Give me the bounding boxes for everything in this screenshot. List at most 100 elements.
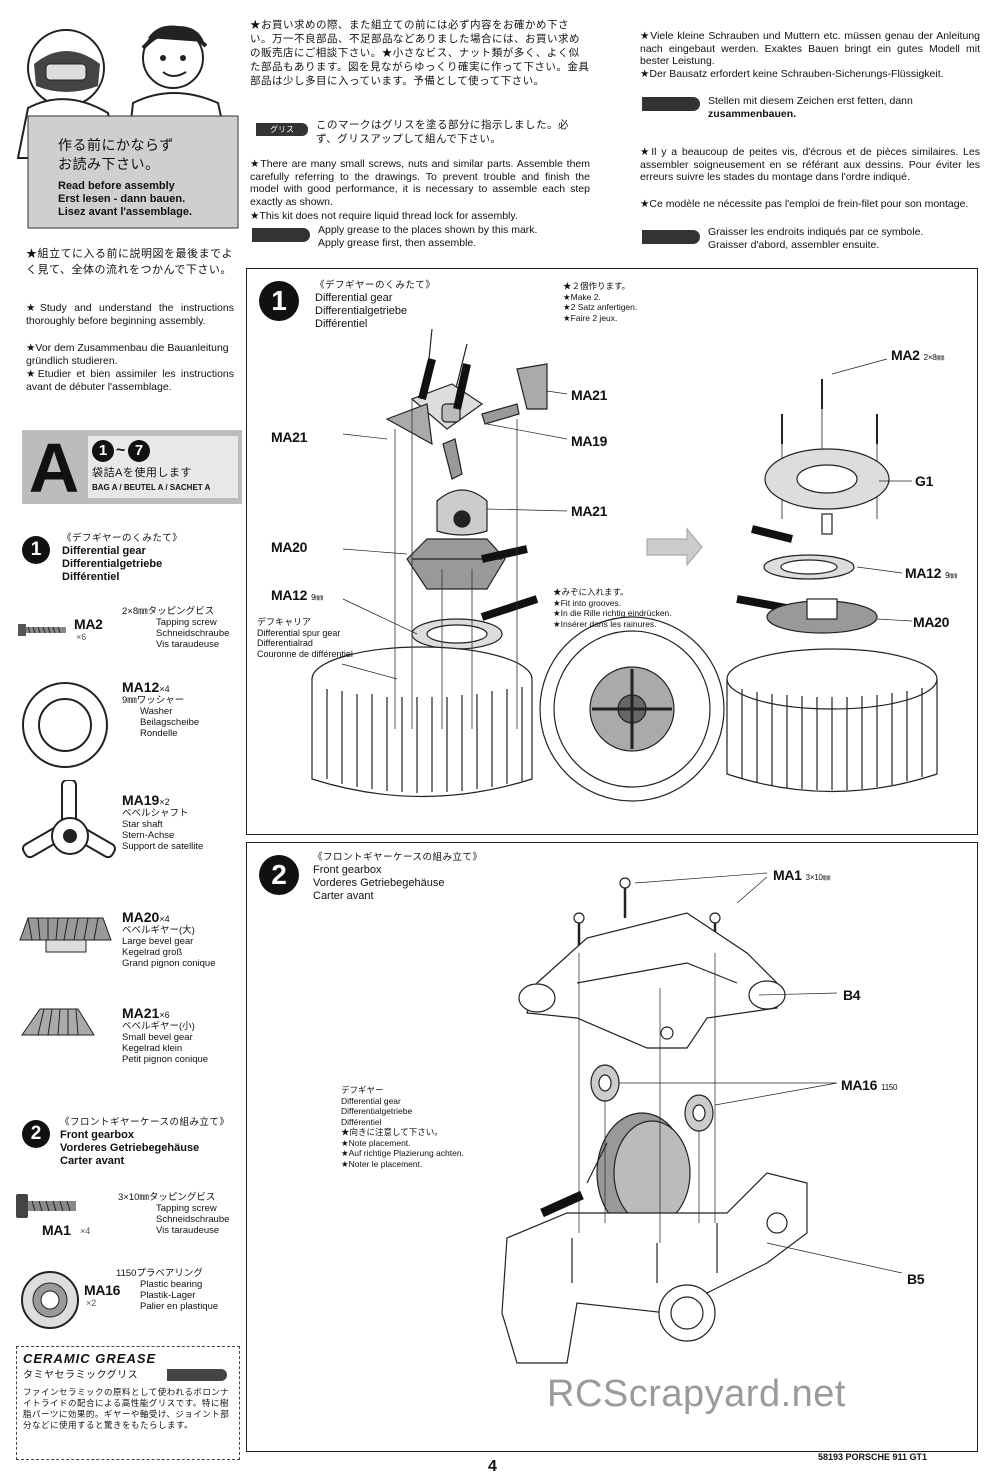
intro-line-fr: Lisez avant l'assemblage. [58, 206, 193, 218]
part-ma2-desc: 2×8㎜タッピングビス Tapping screw Schneidschraub… [122, 606, 229, 650]
size: 3×10㎜ [805, 873, 831, 882]
top-middle-en2: ★This kit does not require liquid thread… [250, 210, 518, 222]
note-line: ★Note placement. [341, 1137, 411, 1148]
ceramic-logo: CERAMIC GREASE [23, 1351, 157, 1366]
grease-de-line: Stellen mit diesem Zeichen erst fetten, … [708, 95, 913, 107]
intro-jp-line: 作る前にかならず [58, 137, 174, 153]
step1-panel: 1 《デフギヤーのくみたて》 Differential gear Differe… [246, 268, 978, 835]
top-right-fr2: ★Ce modèle ne nécessite pas l'emploi de … [640, 198, 969, 210]
title-jp: 《フロントギヤーケースの組み立て》 [313, 852, 483, 863]
note-line: ★2 Satz anfertigen. [563, 302, 638, 312]
part-ma16-qty: ×2 [86, 1298, 97, 1308]
label-ma21-left: MA21 [271, 429, 308, 445]
note-line: ★Fit into grooves. [553, 597, 622, 608]
label-b5: B5 [907, 1271, 925, 1287]
desc-en: Tapping screw [156, 617, 217, 628]
label-ma19: MA19 [571, 433, 608, 449]
title-jp: 《フロントギヤーケースの組み立て》 [60, 1117, 230, 1128]
intro-jp: 作る前にかならず お読み下さい。 [58, 136, 174, 174]
desc-de: Schneidschraube [156, 1214, 230, 1225]
washer-icon [22, 682, 108, 768]
step2-panel: 2 《フロントギヤーケースの組み立て》 Front gearbox Vorder… [246, 842, 978, 1452]
label-ma21-top: MA21 [571, 387, 608, 403]
step2-title: 《フロントギヤーケースの組み立て》 Front gearbox Vorderes… [313, 851, 483, 903]
watermark: RCScrapyard.net [547, 1373, 846, 1415]
page-number: 4 [488, 1458, 497, 1475]
title-en: Differential gear [62, 545, 146, 557]
grease-tube-icon [252, 228, 310, 242]
intro-jp-line: お読み下さい。 [58, 156, 160, 172]
desc-fr: Grand pignon conique [122, 958, 216, 969]
intro-line-de: Erst lesen - dann bauen. [58, 193, 186, 205]
page-footer: 58193 PORSCHE 911 GT1 [818, 1452, 928, 1462]
desc-de: Schneidschraube [156, 628, 230, 639]
title-jp: 《デフギヤーのくみたて》 [315, 280, 436, 291]
desc-en: Large bevel gear [122, 936, 194, 947]
desc-de: Kegelrad klein [122, 1043, 183, 1054]
desc-de: Kegelrad groß [122, 947, 183, 958]
note-line: ★In die Rille richtig eindrücken. [553, 608, 672, 618]
part-ma2-qty: ×6 [76, 632, 87, 642]
part-code: MA20 [122, 909, 160, 925]
desc-de: Stern-Achse [122, 830, 175, 841]
note-line: Differentialgetriebe [341, 1106, 413, 1116]
desc-fr: Rondelle [140, 728, 178, 739]
note-line: ★２個作ります。 [563, 281, 631, 291]
part-code: MA19 [122, 792, 160, 808]
intro-line-en: Read before assembly [58, 180, 175, 192]
grease-en-line: Apply grease to the places shown by this… [318, 224, 538, 236]
front-gearbox-exploded-diagram [501, 872, 903, 1364]
grease-fr-line: Graisser d'abord, assembler ensuite. [708, 238, 880, 251]
left-note-de: ★Vor dem Zusammenbau die Bauanleitung gr… [26, 342, 229, 367]
grooves-note: ★みぞに入れます。 ★Fit into grooves. ★In die Ril… [553, 587, 672, 629]
desc-fr: Palier en plastique [140, 1301, 219, 1312]
grease-de-line: zusammenbauen. [708, 107, 797, 120]
bag-range-from: 1 [92, 440, 114, 462]
part-ma1-qty: ×4 [80, 1226, 91, 1236]
screw-icon [18, 624, 66, 636]
large-bevel-gear-icon [19, 917, 112, 953]
ceramic-grease-box: CERAMIC GREASE タミヤセラミックグリス ファインセラミックの原料と… [16, 1346, 240, 1460]
differential-exploded-diagram [311, 328, 938, 802]
title-jp: 《デフギヤーのくみたて》 [62, 533, 183, 544]
desc-jp: ベベルギヤー(大) [122, 925, 195, 936]
desc-jp: 2×8㎜タッピングビス [122, 606, 215, 617]
title-de: Differentialgetriebe [62, 558, 163, 570]
note-line: Couronne de différentiel [257, 648, 353, 659]
step1-number: 1 [259, 281, 299, 321]
desc-en: Star shaft [122, 819, 163, 830]
label-g1: G1 [915, 473, 934, 489]
grease-en: Apply grease to the places shown by this… [318, 224, 598, 249]
note-line: デフキャリア [257, 617, 312, 627]
grease-tube-icon [642, 97, 700, 111]
tilde: ~ [116, 442, 126, 459]
part-qty: ×4 [159, 914, 170, 924]
desc-jp: ベベルシャフト [122, 808, 189, 819]
note-line: ★Faire 2 jeux. [563, 312, 618, 323]
note-line: Differential gear [341, 1095, 401, 1106]
label-b4: B4 [843, 987, 861, 1003]
intro-illustration: 作る前にかならず お読み下さい。 Read before assembly Er… [8, 8, 240, 233]
desc-de: Beilagscheibe [140, 717, 200, 728]
grease-tube-icon: グリス [256, 123, 308, 136]
note-line: ★みぞに入れます。 [553, 587, 629, 597]
label-ma20-right: MA20 [913, 614, 950, 630]
top-right-fr: ★Il y a beaucoup de peites vis, d'écrous… [640, 146, 980, 183]
desc-jp: 1150プラベアリング [116, 1268, 203, 1279]
desc-en: Small bevel gear [122, 1032, 193, 1043]
part-ma1-desc: 3×10㎜タッピングビス Tapping screw Schneidschrau… [118, 1192, 229, 1236]
grease-fr: Graisser les endroits indiqués par ce sy… [708, 226, 988, 251]
plastic-bearing-icon [21, 1271, 79, 1329]
title-fr: Différentiel [62, 571, 120, 583]
grease-fr-line: Graisser les endroits indiqués par ce sy… [708, 226, 924, 238]
desc-fr: Support de satellite [122, 841, 204, 852]
note-line: デフギヤー [341, 1085, 384, 1095]
title-de: Vorderes Getriebegehäuse [313, 877, 445, 889]
title-en: Front gearbox [60, 1129, 134, 1141]
step1-title: 《デフギヤーのくみたて》 Differential gear Different… [315, 279, 435, 331]
code: MA12 [905, 565, 942, 581]
